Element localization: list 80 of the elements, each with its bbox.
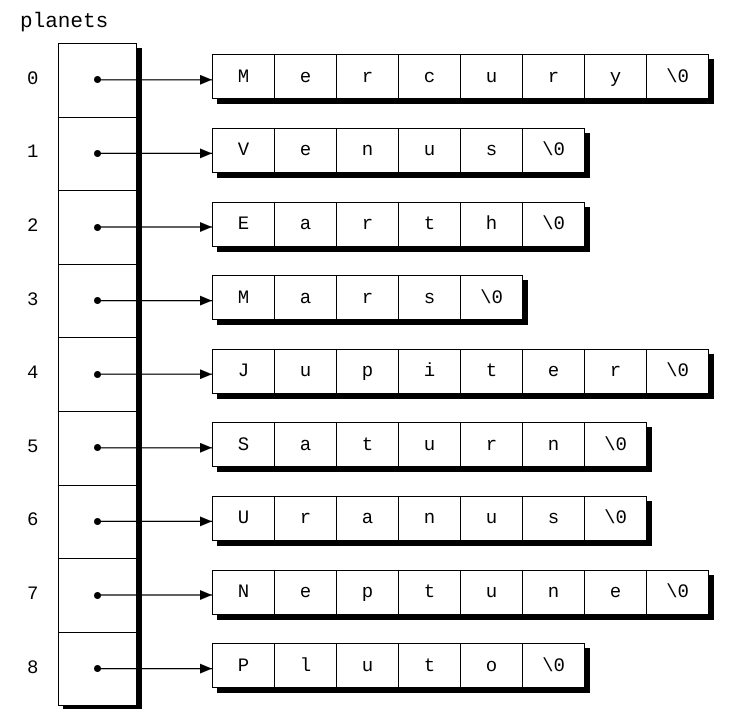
character-cell: t xyxy=(398,570,460,614)
character-cell: \0 xyxy=(522,644,584,688)
character-cell-text: V xyxy=(236,138,250,164)
character-cell: \0 xyxy=(646,55,708,98)
character-cell: \0 xyxy=(646,570,708,614)
character-cell: u xyxy=(398,128,460,172)
character-cell: u xyxy=(460,55,522,98)
arrow xyxy=(100,369,212,380)
character-cell: e xyxy=(274,128,336,172)
character-cell: \0 xyxy=(584,496,646,540)
arrow xyxy=(100,222,212,232)
arrow xyxy=(100,664,212,674)
character-cell-text: S xyxy=(236,432,250,458)
character-cell: p xyxy=(336,570,398,614)
character-cell: n xyxy=(398,496,460,540)
index-label: 8 xyxy=(27,658,38,678)
index-label: 5 xyxy=(27,438,38,457)
array-name: planets xyxy=(20,12,108,33)
character-cell: r xyxy=(522,55,584,98)
character-cell: y xyxy=(584,55,646,98)
character-cell: e xyxy=(522,350,584,393)
character-cell-text: E xyxy=(236,212,250,237)
character-cell: p xyxy=(336,350,398,393)
character-cell: r xyxy=(274,496,336,540)
arrow xyxy=(100,148,212,158)
character-cell-text: M xyxy=(236,286,250,311)
arrow xyxy=(100,590,212,600)
index-label: 3 xyxy=(27,290,38,310)
character-cell: t xyxy=(398,644,460,688)
character-cell: t xyxy=(398,202,460,246)
character-cell: s xyxy=(522,496,584,540)
character-cell: e xyxy=(584,570,646,614)
character-cell: u xyxy=(398,423,460,466)
arrow xyxy=(100,296,212,306)
arrow xyxy=(100,442,212,453)
character-cell: r xyxy=(584,350,646,393)
character-cell: u xyxy=(460,570,522,614)
character-cell-text: N xyxy=(236,580,250,605)
character-cell: t xyxy=(460,350,522,393)
index-label: 1 xyxy=(27,143,38,162)
character-cell: \0 xyxy=(646,350,708,393)
character-cell: a xyxy=(336,496,398,540)
character-cell-text: P xyxy=(236,654,250,679)
character-cell: \0 xyxy=(522,202,584,246)
character-cell: \0 xyxy=(584,423,646,466)
character-cell: u xyxy=(460,496,522,540)
index-label: 0 xyxy=(27,70,38,89)
character-cell: r xyxy=(336,202,398,246)
character-cell-text: M xyxy=(236,64,250,90)
character-cell: a xyxy=(274,276,336,320)
character-cell: e xyxy=(274,570,336,614)
character-cell: r xyxy=(336,55,398,98)
character-cell: s xyxy=(398,276,460,320)
index-label: 7 xyxy=(27,585,38,604)
character-cell: i xyxy=(398,350,460,393)
character-cell: n xyxy=(522,423,584,466)
character-cell: l xyxy=(274,644,336,688)
arrow xyxy=(100,516,212,526)
index-label: 4 xyxy=(27,364,38,384)
character-cell: u xyxy=(336,644,398,688)
character-cell-text: J xyxy=(236,359,250,384)
character-cell: n xyxy=(522,570,584,614)
character-cell: n xyxy=(336,128,398,172)
character-cell: \0 xyxy=(522,128,584,172)
character-cell: e xyxy=(274,55,336,98)
index-label: 6 xyxy=(27,511,38,530)
character-cell: h xyxy=(460,202,522,246)
character-cell: t xyxy=(336,423,398,466)
arrow xyxy=(100,74,212,85)
character-cell: a xyxy=(274,202,336,246)
character-cell-text: U xyxy=(236,506,250,532)
index-label: 2 xyxy=(27,217,38,236)
character-cell: s xyxy=(460,128,522,172)
character-cell: c xyxy=(398,55,460,98)
character-cell: a xyxy=(274,423,336,466)
character-cell: r xyxy=(336,276,398,320)
character-cell: u xyxy=(274,350,336,393)
character-cell: r xyxy=(460,423,522,466)
character-cell: o xyxy=(460,644,522,688)
character-cell: \0 xyxy=(460,276,522,320)
